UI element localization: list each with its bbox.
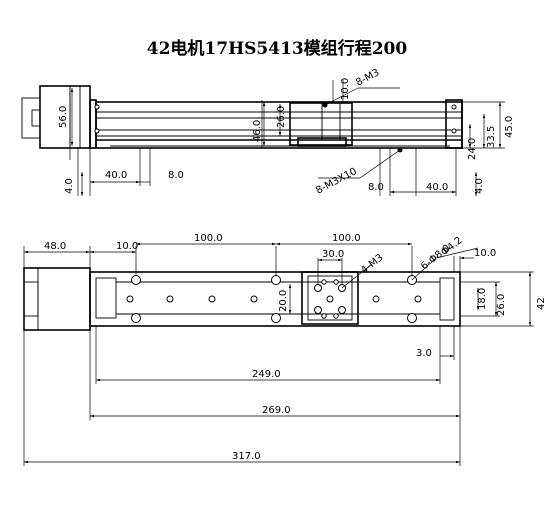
dim-front-3-label: 3.0: [416, 348, 432, 359]
mount-hole: [131, 275, 141, 285]
dim-top-40-left-label: 40.0: [105, 170, 127, 181]
dim-front-317-label: 317.0: [232, 451, 261, 462]
drawing-title: 42电机17HS5413模组行程200: [146, 39, 408, 59]
top-motor-connector: [21, 97, 41, 139]
front-carriage: [301, 271, 359, 325]
dim-front-18-label: 18.0: [477, 288, 488, 310]
dim-front-269-label: 269.0: [262, 405, 291, 416]
front-view: 48.0 10.0 100.0 100.0 30.0 4-M3 6-Φ8.0 Φ…: [23, 233, 547, 466]
mount-hole: [271, 313, 281, 323]
mount-hole: [407, 313, 417, 323]
center-hole: [126, 295, 134, 303]
center-hole: [250, 295, 258, 303]
center-hole: [414, 295, 422, 303]
dim-front-48-label: 48.0: [44, 241, 66, 252]
dim-front-42-label: 42: [536, 297, 547, 310]
center-hole: [372, 295, 380, 303]
top-right-end-plate: [445, 99, 463, 149]
dim-top-33-5-label: 33.5: [486, 126, 497, 148]
dim-top-26-label: 26.0: [276, 106, 287, 128]
mount-hole: [131, 313, 141, 323]
dim-top-46-label: 46.0: [252, 120, 263, 142]
note-top-8m3: 8-M3: [354, 67, 381, 88]
front-base-plate: [89, 271, 461, 327]
dim-front-26-label: 26.0: [496, 294, 507, 316]
dim-top-8-left-label: 8.0: [168, 170, 184, 181]
top-motor-plug: [31, 109, 41, 127]
front-motor-body: [23, 267, 91, 331]
dim-front-100-left-label: 100.0: [194, 233, 223, 244]
dim-front-10-right-label: 10.0: [474, 248, 496, 259]
dim-front-249-label: 249.0: [252, 369, 281, 380]
dim-front-100-right-label: 100.0: [332, 233, 361, 244]
dim-top-10-label: 10.0: [340, 78, 351, 100]
center-hole: [166, 295, 174, 303]
mount-hole: [271, 275, 281, 285]
dim-top-4-right-label: 4.0: [474, 178, 485, 194]
dim-top-40-right-label: 40.0: [426, 182, 448, 193]
top-carriage: [289, 102, 353, 146]
dim-front-30-label: 30.0: [322, 249, 344, 260]
top-view: 56.0 46.0 26.0 10.0 8-M3 45.0 33.5 24.0 …: [21, 67, 515, 197]
note-top-8m3x10: 8-M3X10: [314, 166, 358, 197]
dim-top-56-label: 56.0: [58, 106, 69, 128]
dim-top-4-left-label: 4.0: [64, 178, 75, 194]
dim-top-8-right-label: 8.0: [368, 182, 384, 193]
dim-top-45-label: 45.0: [504, 116, 515, 138]
dim-front-20-label: 20.0: [278, 290, 289, 312]
dim-top-24-label: 24.0: [467, 138, 478, 160]
dim-front-10-left-label: 10.0: [116, 241, 138, 252]
note-front-phi4-2: Φ4.2: [439, 235, 465, 258]
center-hole: [208, 295, 216, 303]
